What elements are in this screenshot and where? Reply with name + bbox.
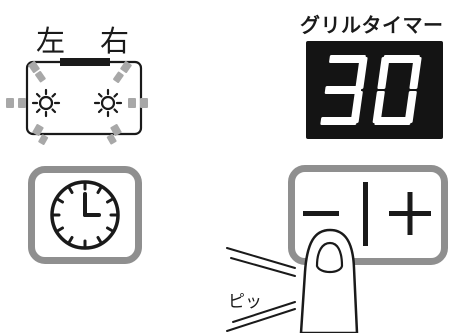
minus-icon [303,211,339,216]
seven-segment-digits [320,55,422,125]
digit-1-segment-e [372,91,385,123]
left-lamp-icon [31,88,61,118]
plus-icon [389,192,431,235]
left-burner-label: 左 [36,24,66,58]
clock-button[interactable] [28,166,142,264]
digit-1-segment-c [404,91,417,123]
timer-display: 30 [306,41,443,139]
divider-line [363,182,368,246]
burner-indicator-panel [6,58,148,145]
clock-icon [50,180,120,250]
digit-1-segment-f [377,57,390,89]
digit-1-segment-d [374,117,412,125]
sound-lines-icon [226,247,296,332]
indicator-top-bar [60,58,110,66]
digit-0-segment-c [350,91,363,123]
digit-0-segment-a [329,55,366,63]
finger-icon [299,228,359,333]
grill-timer-title: グリルタイマー [300,13,444,37]
digit-1-segment-a [383,55,420,63]
left-blink-marks [6,61,49,145]
digit-1-segment-b [409,57,422,89]
digit-0-segment-g [324,86,362,94]
right-blink-marks [106,61,148,145]
digit-0-segment-b [355,57,368,89]
digit-0-segment-d [320,117,358,125]
beep-sound-text: ピッ [228,292,262,312]
right-lamp-icon [93,88,123,118]
timer-adjust-graphic [303,182,431,246]
right-burner-label: 右 [100,24,130,58]
